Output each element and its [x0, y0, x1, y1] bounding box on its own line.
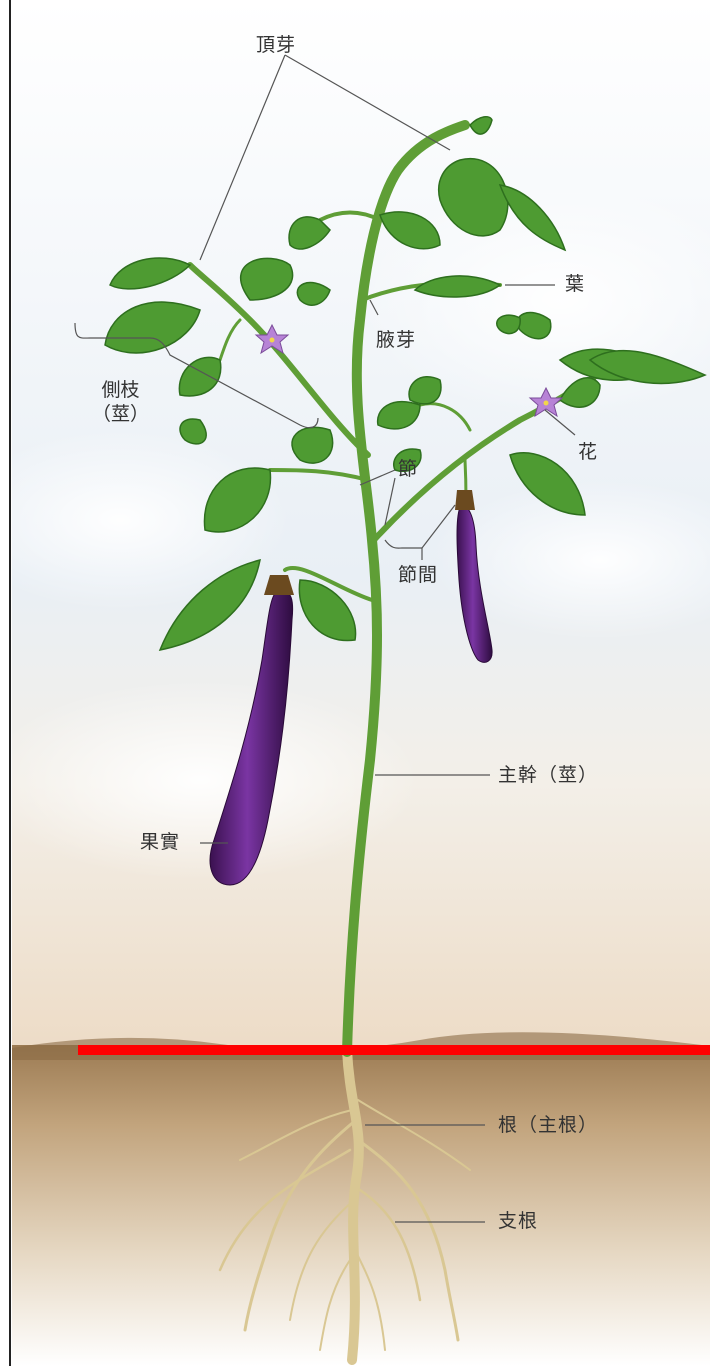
- leaf: [296, 281, 331, 306]
- label-fruit: 果實: [140, 831, 181, 853]
- leaf-petiole: [268, 468, 370, 482]
- leaf: [291, 426, 334, 464]
- leaf: [509, 452, 586, 516]
- lateral-branch-left: [187, 262, 371, 458]
- leaf: [496, 314, 521, 335]
- leader-apical-bud-left: [199, 54, 286, 261]
- leader-apical-bud-right: [284, 54, 451, 151]
- leaf: [469, 115, 493, 135]
- fruit-calyx: [455, 490, 475, 510]
- leaf: [104, 301, 201, 354]
- fruit-calyx: [264, 575, 294, 595]
- bracket-internode: [384, 539, 423, 560]
- label-internode: 節間: [398, 564, 439, 586]
- leader-flower: [544, 409, 576, 436]
- soil-background: [12, 1045, 710, 1366]
- leaf: [413, 275, 502, 298]
- leaf: [438, 157, 509, 237]
- leader-axillary-bud: [369, 299, 379, 316]
- flower-center: [269, 337, 275, 343]
- label-root-main: 根（主根）: [498, 1114, 599, 1136]
- leader-node-1: [359, 469, 396, 486]
- leaf: [158, 558, 261, 652]
- label-lateral-branch-note: （莖）: [92, 402, 150, 425]
- leaf: [376, 401, 421, 430]
- bracket-lateral-branch: [74, 322, 319, 429]
- label-flower: 花: [578, 441, 599, 463]
- cloud: [0, 680, 420, 880]
- flower-center: [543, 400, 549, 406]
- leaf: [203, 467, 272, 533]
- leaf: [559, 377, 601, 408]
- root-system: [218, 1045, 471, 1365]
- leaf-petiole: [218, 318, 242, 362]
- leader-node-2: [384, 477, 396, 526]
- label-lateral-branch-text: 側枝: [101, 379, 140, 401]
- fruit-long: [209, 589, 294, 886]
- leaf: [498, 184, 567, 252]
- leaf: [179, 418, 207, 445]
- cloud: [430, 480, 710, 640]
- cloud: [0, 430, 290, 610]
- label-axillary-bud: 腋芽: [376, 329, 417, 351]
- leaf: [588, 349, 707, 385]
- bracket-internode-top: [421, 504, 456, 549]
- leaf-petiole: [318, 210, 382, 222]
- leaf: [288, 216, 331, 250]
- main-stem: [342, 120, 470, 1057]
- label-branch-root: 支根: [498, 1210, 539, 1232]
- leaf: [408, 376, 442, 405]
- leaf: [240, 257, 294, 301]
- leaf: [109, 257, 192, 290]
- label-main-stem: 主幹（莖）: [498, 764, 599, 786]
- label-node: 節: [398, 458, 419, 480]
- label-leaf: 葉: [565, 273, 586, 295]
- ground-level-line: [78, 1045, 710, 1055]
- leaf: [379, 211, 441, 250]
- label-apical-bud: 頂芽: [256, 34, 297, 56]
- fruit-stalk: [283, 566, 374, 602]
- leaf: [298, 579, 357, 642]
- leaf: [178, 356, 222, 397]
- label-lateral-branch: 側枝 （莖）: [92, 379, 149, 427]
- fruit-short: [456, 504, 493, 663]
